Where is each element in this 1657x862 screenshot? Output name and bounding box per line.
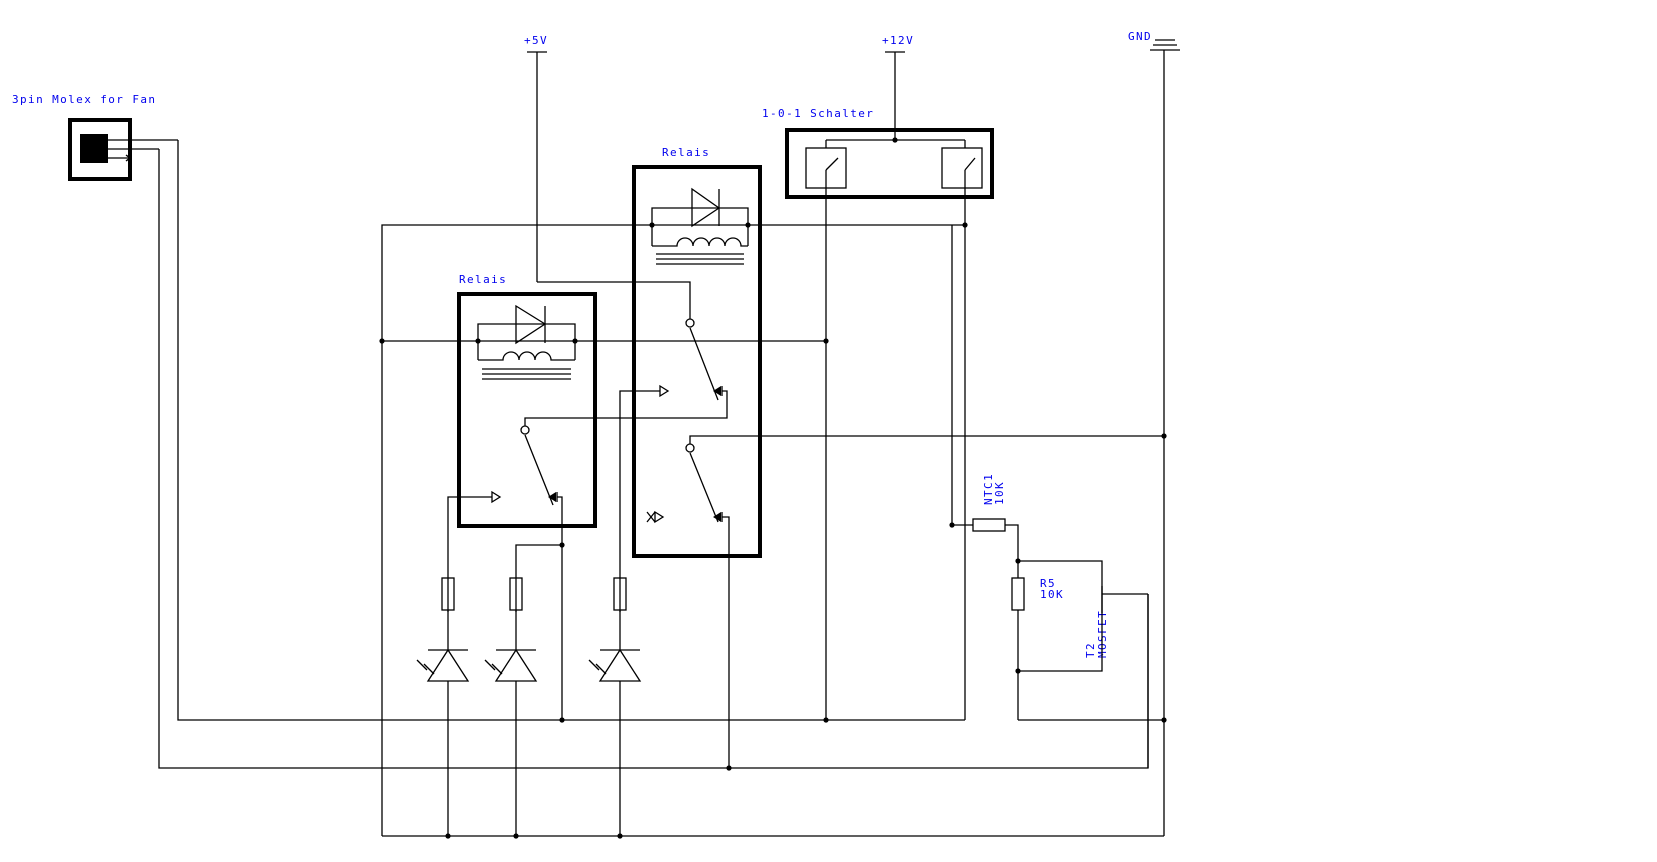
plus5v-terminal [527,51,547,282]
t2-mosfet [1101,586,1149,768]
molex-connector [68,118,178,181]
relay-b-contact2-out-wire [722,516,730,768]
ntc-value-label: 10K [993,481,1006,505]
plus5v-label: +5V [524,34,548,47]
switch-label: 1-0-1 Schalter [762,107,874,120]
plus5v-to-relay-b-wire [537,281,691,319]
t2-name-label: T2 [1084,642,1097,658]
relay-b-label: Relais [662,146,710,159]
led-1 [416,577,470,836]
relay-coil-return-wire [381,224,965,836]
junction-dots [379,137,1167,839]
relay-a-label: Relais [459,273,507,286]
plus12v-terminal [885,51,905,140]
molex-connector-label: 3pin Molex for Fan [12,93,156,106]
relay-a-no-wire [557,496,563,720]
led-2 [484,577,538,836]
gnd-label: GND [1128,30,1152,43]
ntc1-thermistor [952,518,1019,561]
plus12v-label: +12V [882,34,914,47]
ground-symbol [1150,39,1180,836]
ntc-name-label: NTC1 [982,473,995,505]
led-3 [588,577,642,836]
relay-a [457,292,597,528]
r5-value-label: 10K [1040,588,1064,601]
relay-b-nc-led-wire [619,390,660,612]
fan-plus-wire [177,140,965,721]
r5-resistor [1011,560,1164,721]
r5-name-label: R5 [1040,577,1056,590]
relay-a-nc-led-wire [447,496,492,612]
switch-1-0-1 [785,128,994,199]
led2-feed-wire [515,544,562,612]
relay-a-to-relay-b-wire [524,390,728,426]
relay-b-contact2-gnd-wire [689,435,1164,444]
fan-minus-wire [158,149,1149,769]
